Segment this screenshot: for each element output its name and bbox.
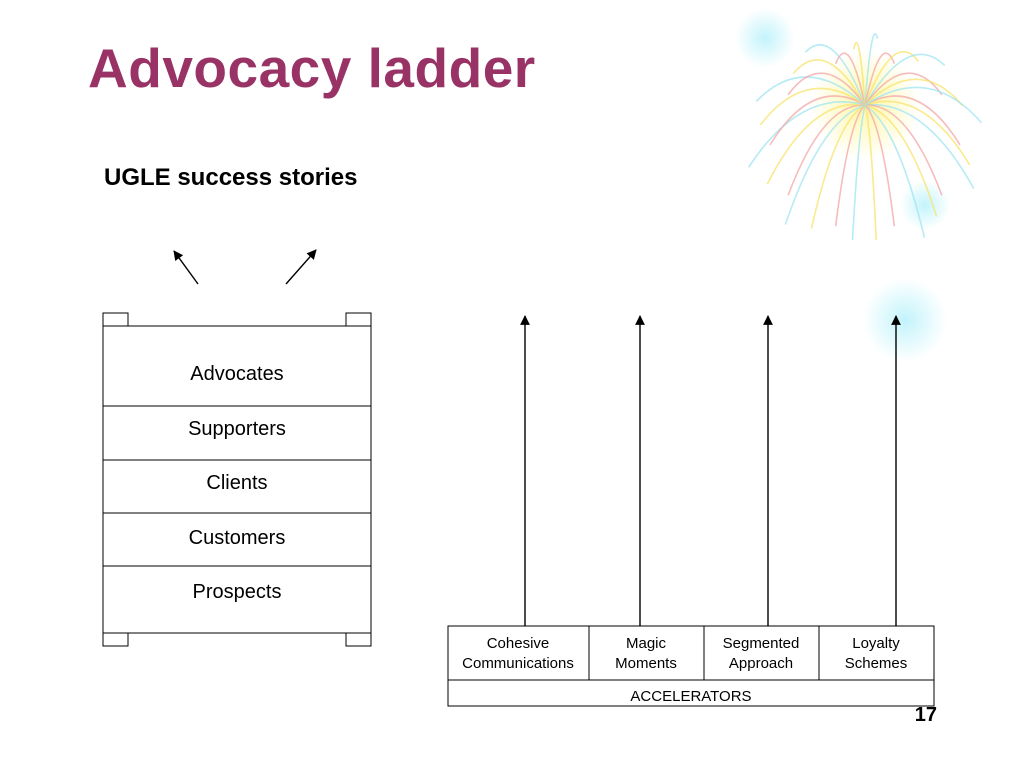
ladder-arrow-right — [285, 249, 317, 285]
accelerator-cell-cohesive-line2: Communications — [462, 655, 574, 672]
firework-decoration — [735, 8, 983, 241]
accelerator-cell-loyalty-line1: Loyalty — [852, 635, 900, 652]
ladder-rung-supporters: Supporters — [188, 418, 286, 440]
accelerators-table — [447, 625, 935, 707]
ladder-rung-clients: Clients — [206, 472, 267, 494]
ladder-rung-customers: Customers — [189, 527, 286, 549]
ladder-rung-prospects: Prospects — [193, 581, 282, 603]
ladder-rung-advocates: Advocates — [190, 363, 283, 385]
glow-spark — [863, 278, 947, 362]
page-number: 17 — [914, 704, 937, 726]
slide-subtitle: UGLE success stories — [104, 164, 358, 191]
accelerator-cell-magic-line1: Magic — [626, 635, 667, 652]
advocacy-ladder — [102, 312, 372, 647]
accelerator-cell-segmented-line2: Approach — [729, 655, 793, 672]
accelerator-cell-magic-line2: Moments — [615, 655, 677, 672]
slide-title: Advocacy ladder — [88, 37, 536, 99]
ladder-arrow-left — [173, 250, 199, 285]
accelerator-cell-loyalty-line2: Schemes — [845, 655, 908, 672]
accelerator-cell-cohesive-line1: Cohesive — [487, 635, 550, 652]
accelerators-footer: ACCELERATORS — [630, 688, 751, 705]
accelerator-cell-segmented-line1: Segmented — [723, 635, 800, 652]
